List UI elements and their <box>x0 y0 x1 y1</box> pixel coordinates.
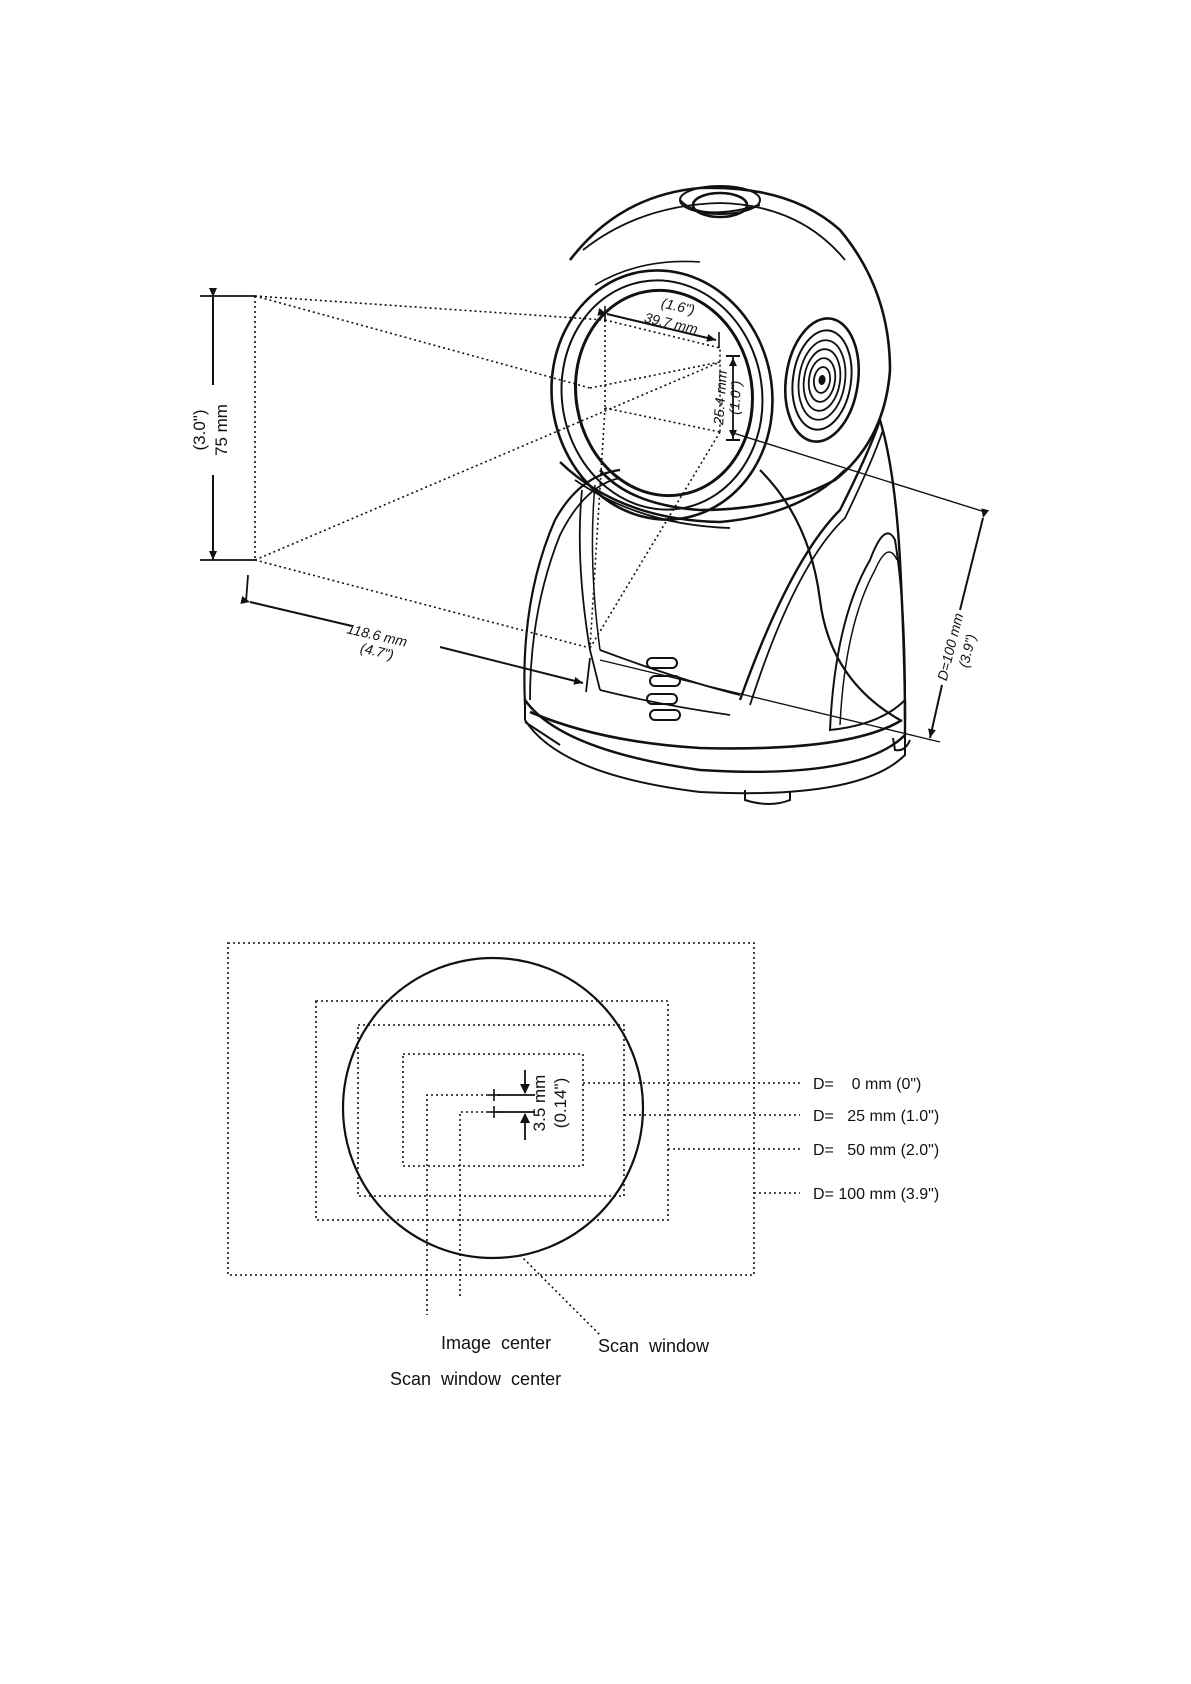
scanner-illustration <box>524 186 910 804</box>
scan-field-diagram: 3.5 mm (0.14") D= 0 mm (0") D= 25 mm (1.… <box>228 943 939 1389</box>
scan-window-circle <box>343 958 643 1258</box>
distance-label-d0: D= 0 mm (0") <box>813 1076 921 1093</box>
distance-label-d100: D= 100 mm (3.9") <box>813 1186 939 1203</box>
offset-mm-label: 3.5 mm <box>530 1075 549 1132</box>
distance-label-d50: D= 50 mm (2.0") <box>813 1142 939 1159</box>
field-height-dimension: (3.0") 75 mm <box>190 296 255 560</box>
speaker-slots <box>647 658 680 720</box>
offset-in-label: (0.14") <box>551 1078 570 1128</box>
image-center-label: Image center <box>441 1333 551 1353</box>
window-height-dimension: 25.4 mm (1.0") <box>710 356 744 440</box>
scan-field-lines <box>255 296 720 648</box>
scan-window-label: Scan window <box>598 1336 710 1356</box>
field-width-dimension: 118.6 mm (4.7") <box>246 575 590 692</box>
window-height-in-label: (1.0") <box>726 380 744 415</box>
scanner-figure: (1.6") 39.7 mm 25.4 mm (1.0") (3.0") 75 … <box>190 186 985 804</box>
field-height-mm-label: 75 mm <box>212 404 231 456</box>
led-rings <box>778 314 867 447</box>
field-rect-d100 <box>228 943 754 1275</box>
field-height-in-label: (3.0") <box>190 410 209 451</box>
field-rect-d50 <box>316 1001 668 1220</box>
distance-label-d25: D= 25 mm (1.0") <box>813 1108 939 1125</box>
scan-window-center-label: Scan window center <box>390 1369 561 1389</box>
field-rect-d25 <box>358 1025 624 1196</box>
center-marks <box>427 1070 535 1315</box>
distance-dimension: D=100 mm (3.9") <box>600 432 985 742</box>
